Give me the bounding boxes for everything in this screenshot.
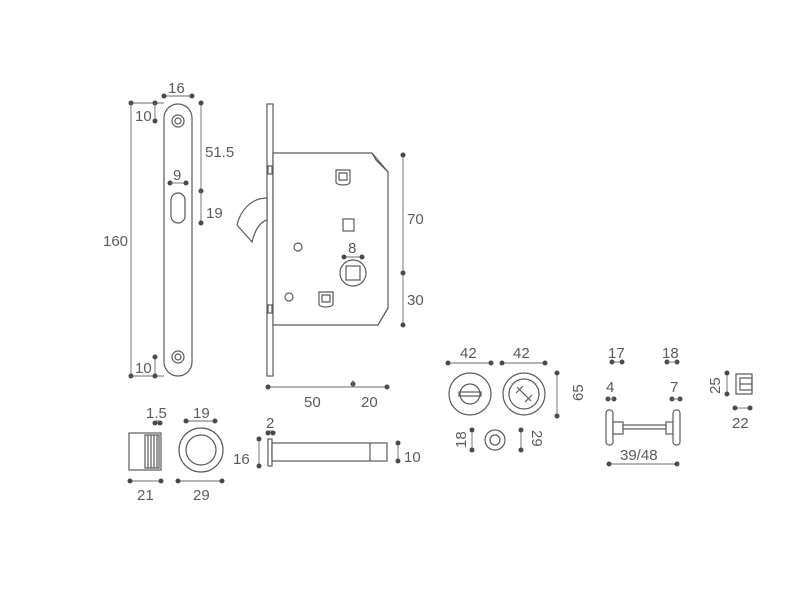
dim-keeper-height: 25: [707, 377, 724, 394]
thumb-turn-assembly: [605, 409, 681, 446]
dim-slot-width: 9: [173, 167, 181, 184]
dim-slot-height: 19: [206, 205, 223, 222]
dim-slot-offset: 51.5: [205, 144, 234, 161]
faceplate-bottom-screw-hole: [171, 350, 185, 364]
dim-flange: 1.5: [146, 405, 167, 422]
dim-keeper-width: 22: [732, 415, 749, 432]
lock-pin: [342, 218, 355, 232]
dim-top-hole-offset: 10: [135, 108, 152, 125]
keeper: [735, 373, 753, 395]
dim-escutcheon-height: 65: [570, 384, 587, 401]
dim-backset: 50: [304, 394, 321, 411]
faceplate-latch-slot: [170, 192, 186, 224]
rivet-bottom: [318, 291, 334, 308]
flush-pull-side: [128, 432, 162, 471]
dim-collar-right: 7: [670, 379, 678, 396]
dim-rod-tip: 10: [404, 449, 421, 466]
flush-pull-dimensions: 1.5 19 21 29: [127, 405, 225, 504]
keeper-dimensions: 25 22: [707, 370, 753, 432]
faceplate-outline: [163, 103, 193, 377]
dim-pull-inner: 19: [193, 405, 210, 422]
escutcheon-left: [448, 372, 492, 416]
dim-bottom-hole-offset: 10: [135, 360, 152, 377]
thumb-turn-dimensions: 17 18 4 7 39/48: [605, 345, 683, 467]
lock-body-dimensions: 8 70 30 50 20: [265, 152, 424, 411]
dim-rod-flange: 2: [266, 415, 274, 432]
hook-latch: [236, 197, 268, 244]
dim-lower-height: 30: [407, 292, 424, 309]
faceplate-top-screw-hole: [171, 114, 185, 128]
dim-collar-left: 4: [606, 379, 614, 396]
dim-pull-depth: 21: [137, 487, 154, 504]
escutcheon-dimensions: 42 42 65 18 29: [445, 345, 587, 453]
dim-escutcheon-right: 42: [513, 345, 530, 362]
dim-knob-length: 29: [528, 430, 545, 447]
release-knob: [484, 429, 506, 451]
spindle-hub: [339, 259, 367, 287]
dim-spindle-right: 18: [662, 345, 679, 362]
spindle-rod-dimensions: 2 16 10: [233, 415, 421, 469]
dim-faceplate-width: 16: [168, 80, 185, 97]
lock-front-plate: [266, 103, 274, 377]
dim-front-depth: 20: [361, 394, 378, 411]
faceplate: [163, 103, 193, 377]
flush-pull-front: [178, 427, 224, 473]
dim-faceplate-height: 160: [103, 233, 128, 250]
dim-escutcheon-left: 42: [460, 345, 477, 362]
lock-hole-lower: [284, 292, 294, 302]
spindle-square: [345, 265, 361, 281]
rivet-top: [335, 169, 351, 186]
dim-knob-diameter: 18: [453, 431, 470, 448]
spindle-rod: [267, 438, 388, 467]
dim-upper-height: 70: [407, 211, 424, 228]
dim-pull-outer: 29: [193, 487, 210, 504]
dim-rod-head: 16: [233, 451, 250, 468]
escutcheon-right: [502, 372, 546, 416]
dim-spindle-top: 17: [608, 345, 625, 362]
dim-door-thickness: 39/48: [620, 447, 658, 464]
dim-spindle: 8: [348, 240, 356, 257]
faceplate-dimensions: 16 10 160 10 51.5 19 9: [103, 80, 234, 379]
lock-body: [236, 103, 389, 377]
lock-hole-upper: [293, 242, 303, 252]
